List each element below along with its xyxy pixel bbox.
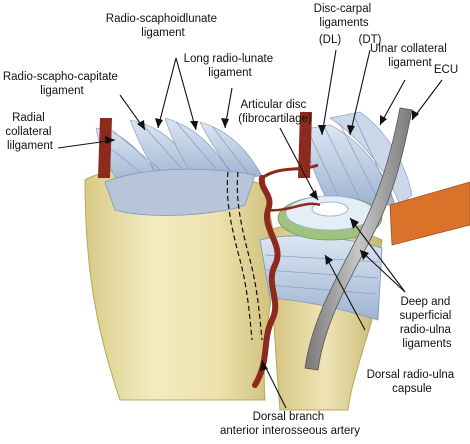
- label-dl: (DL): [319, 34, 342, 46]
- radial-collateral-vessel: [98, 118, 112, 178]
- label-long-radio-lunate: Long radio-lunate ligament: [184, 53, 277, 79]
- label-articular-disc: Articular disc (fibrocartilage): [238, 99, 312, 125]
- label-dt: (DT): [359, 34, 382, 46]
- ecu-tendon: [304, 107, 413, 371]
- leader-lines: [57, 49, 443, 409]
- label-disc-carpal: Disc-carpal ligaments: [314, 3, 375, 29]
- arrowheads: [105, 110, 419, 371]
- dorsal-capsule-dashes-1: [226, 171, 253, 341]
- label-dorsal-capsule: Dorsal radio-ulna capsule: [367, 369, 458, 395]
- label-deep-superficial: Deep and superficial radio-ulna ligament…: [400, 296, 455, 350]
- dorsal-capsule-dashes-2: [236, 171, 263, 341]
- artery-branch-upper: [261, 163, 319, 180]
- artery-branch-middle: [267, 202, 321, 212]
- extensor-retinaculum-band: [389, 181, 470, 246]
- ulnar-vessel: [298, 112, 312, 178]
- label-radio-scaphoidlunate: Radio-scaphoidlunate ligament: [106, 13, 220, 39]
- articular-surface: [104, 168, 256, 216]
- label-dorsal-branch: Dorsal branch anterior interosseous arte…: [220, 411, 360, 437]
- label-radio-scapho-capitate: Radio-scapho-capitate ligament: [3, 71, 121, 97]
- anterior-interosseous-artery: [252, 175, 281, 388]
- label-ulnar-collateral: Ulnar collateral ligament: [370, 43, 450, 69]
- label-radial-collateral: Radial collateral lilgament: [5, 112, 54, 152]
- label-ecu: ECU: [434, 64, 458, 76]
